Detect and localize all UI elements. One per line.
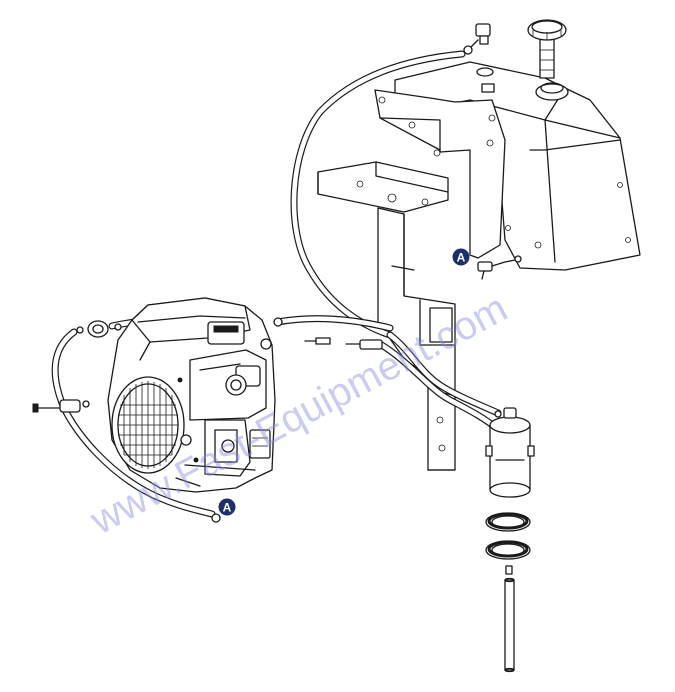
fuel-shutoff-valve <box>477 255 522 280</box>
mounting-frame <box>317 161 456 471</box>
hose-end-clamp <box>211 513 221 523</box>
fuel-filter-canister <box>485 407 535 498</box>
vent-valve <box>463 23 495 93</box>
callout-a-tank-label: A <box>457 251 466 265</box>
fuel-cap <box>527 19 567 79</box>
fuel-tank <box>394 61 641 271</box>
fuel-tank-assembly <box>374 19 641 280</box>
callout-a-engine: A <box>218 498 236 516</box>
hose-clip <box>32 399 90 413</box>
fuel-lines <box>51 50 502 518</box>
filter-clamp-lower <box>485 540 531 560</box>
callout-a-tank: A <box>452 248 470 266</box>
engine-air-grille <box>118 381 178 469</box>
filter-clamp-upper <box>485 512 531 532</box>
callout-a-engine-label: A <box>223 501 232 515</box>
engine <box>107 297 283 493</box>
pickup-tube <box>504 565 515 673</box>
inline-fuel-filter <box>76 320 122 338</box>
